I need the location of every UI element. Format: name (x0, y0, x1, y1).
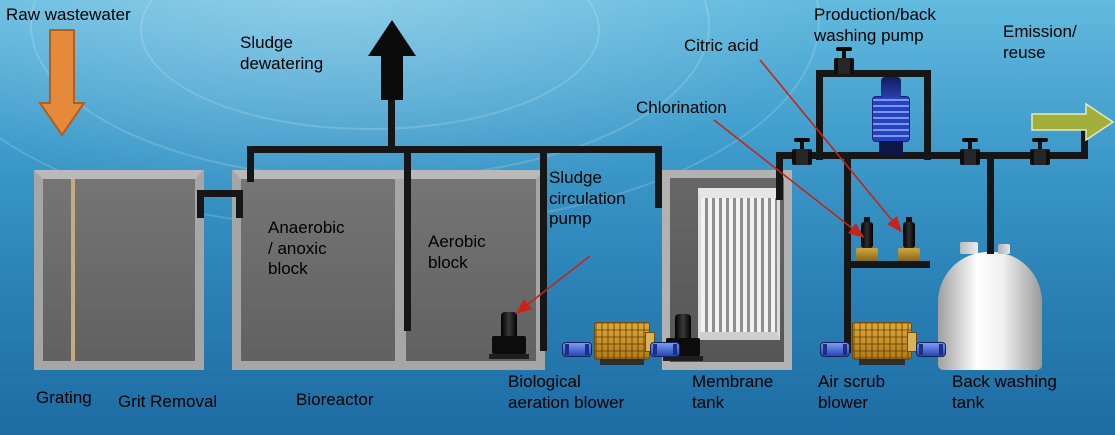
pipe-dosing-header (844, 261, 930, 268)
production-backwash-pump-icon (872, 96, 910, 142)
pipe-dosing-drop (844, 156, 851, 268)
pipe-pump-loop-right (924, 70, 931, 160)
main-line-valve-2-icon (960, 149, 980, 165)
label-back-washing-tank: Back washing tank (952, 372, 1057, 412)
pipe-bioreactor-riser (247, 146, 254, 182)
citric-acid-dosing-pump-icon (898, 248, 920, 261)
pipe-air-scrub-drop (844, 261, 851, 353)
pipe-membrane-inlet (655, 146, 662, 208)
label-chlorination: Chlorination (636, 98, 727, 117)
chlorination-dosing-pump-icon (856, 248, 878, 261)
membrane-module (698, 188, 780, 340)
label-sludge-circulation-pump: Sludge circulation pump (549, 168, 626, 229)
air-scrub-blower-icon (852, 322, 917, 365)
back-washing-tank (938, 242, 1042, 370)
pipe-grit-to-bioreactor (197, 190, 243, 197)
label-anaerobic-anoxic-block: Anaerobic / anoxic block (268, 218, 345, 279)
pipe-sludge-circulation (540, 146, 547, 351)
emission-reuse-arrow (1031, 102, 1115, 142)
pipe-pump-loop-left (816, 70, 823, 160)
label-bioreactor: Bioreactor (296, 390, 374, 409)
label-biological-aeration-blower: Biological aeration blower (508, 372, 625, 412)
label-emission-reuse: Emission/ reuse (1003, 22, 1077, 62)
sludge-circulation-pump-icon (489, 336, 529, 359)
main-line-valve-1-icon (792, 149, 812, 165)
pipe-grit-outlet-riser (197, 190, 204, 218)
membrane-tank-coupling-icon (650, 342, 680, 357)
label-raw-wastewater: Raw wastewater (6, 5, 131, 24)
label-grit-removal: Grit Removal (118, 392, 218, 411)
label-citric-acid: Citric acid (684, 36, 759, 55)
label-grating: Grating (36, 388, 92, 407)
label-air-scrub-blower: Air scrub blower (818, 372, 886, 412)
pipe-bioreactor-internal (404, 146, 411, 331)
bioreactor-divider-wall (395, 179, 406, 361)
pipe-emission-riser (1081, 120, 1088, 159)
air-scrub-coupling-right-icon (916, 342, 946, 357)
label-aerobic-block: Aerobic block (428, 232, 486, 272)
pipe-membrane-outlet (776, 152, 783, 200)
aeration-blower-coupling-icon (562, 342, 592, 357)
pipe-main-left (247, 146, 662, 153)
label-sludge-dewatering: Sludge dewatering (240, 33, 324, 73)
pipe-backwash-tank-drop (987, 156, 994, 254)
pipe-sludge-riser (388, 98, 395, 153)
label-membrane-tank: Membrane tank (692, 372, 774, 412)
main-line-valve-3-icon (1030, 149, 1050, 165)
pipe-main-right (776, 152, 1088, 159)
pump-loop-valve-icon (834, 58, 854, 74)
air-scrub-coupling-left-icon (820, 342, 850, 357)
grating-bar (71, 179, 75, 361)
label-production-backwash-pump: Production/back washing pump (814, 5, 936, 45)
grit-removal-tank (34, 170, 204, 370)
pipe-bioreactor-inlet-drop (236, 190, 243, 218)
biological-aeration-blower-icon (594, 322, 655, 365)
